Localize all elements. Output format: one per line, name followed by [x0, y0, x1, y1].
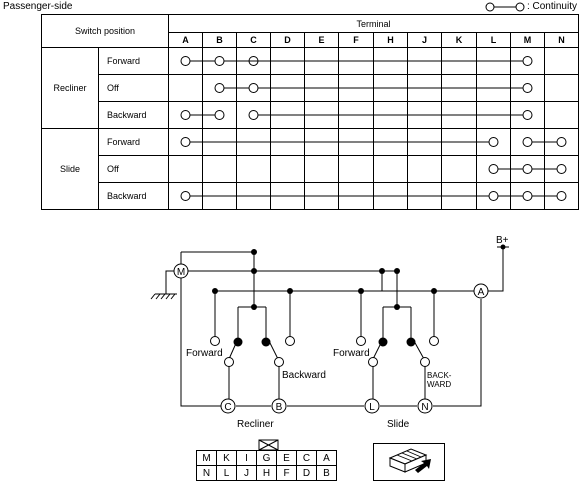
node-b: B [271, 398, 287, 414]
connector-view-icon [388, 448, 431, 473]
connector-pin: E [276, 450, 297, 466]
slide-backward-label-2: WARD [427, 380, 451, 389]
legend-label: : Continuity [526, 1, 577, 12]
node-n: N [417, 398, 433, 414]
supply-label: B+ [496, 235, 509, 246]
switch-row: Off [42, 155, 579, 183]
connector-pin: J [236, 465, 257, 481]
terminal-cell [270, 155, 305, 183]
svg-text:B: B [276, 402, 283, 413]
connector-pin: C [296, 450, 317, 466]
connector-view-box [373, 443, 445, 481]
position-label: Off [98, 74, 169, 102]
position-label: Backward [98, 182, 169, 210]
connector-pin: G [256, 450, 277, 466]
connector-pin: M [196, 450, 217, 466]
connector-pin: D [296, 465, 317, 481]
connector-lock-icon [258, 439, 279, 451]
svg-text:M: M [177, 267, 185, 278]
svg-text:A: A [478, 287, 485, 298]
recliner-backward-label: Backward [282, 370, 326, 381]
continuity-legend: : Continuity [485, 1, 577, 12]
group-label: Slide [41, 128, 99, 210]
position-label: Off [98, 155, 169, 183]
svg-text:C: C [224, 402, 231, 413]
connector-pin: F [276, 465, 297, 481]
recliner-forward-label: Forward [186, 348, 223, 359]
page-title: Passenger-side [3, 1, 73, 12]
node-a: A [473, 283, 489, 299]
slide-backward-label-1: BACK- [427, 371, 452, 380]
node-m: M [173, 263, 189, 279]
recliner-label: Recliner [237, 419, 274, 430]
continuity-symbol-icon [485, 2, 525, 11]
connector-pin: I [236, 450, 257, 466]
node-l: L [364, 398, 380, 414]
connector-pin: H [256, 465, 277, 481]
terminal-cell [544, 101, 579, 129]
node-c: C [220, 398, 236, 414]
connector-pin: L [216, 465, 237, 481]
slide-label: Slide [387, 419, 410, 430]
slide-forward-label: Forward [333, 348, 370, 359]
connector-pin: B [316, 465, 337, 481]
svg-text:N: N [421, 402, 428, 413]
terminal-cell [304, 155, 339, 183]
svg-text:L: L [369, 402, 375, 413]
connector-pin: K [216, 450, 237, 466]
connector-pin: A [316, 450, 337, 466]
connector-pin: N [196, 465, 217, 481]
